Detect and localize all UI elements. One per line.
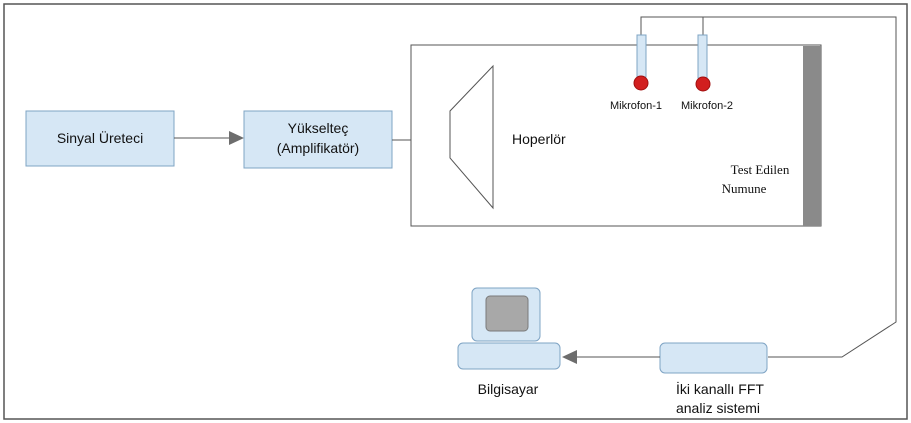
specimen-label-line1: Test Edilen	[731, 162, 790, 177]
specimen-label-line2: Numune	[722, 181, 767, 196]
fft-label-line1: İki kanallı FFT	[676, 380, 764, 397]
arrowhead-icon	[229, 131, 244, 145]
test-specimen	[803, 46, 821, 226]
amplifier-label-line1: Yükselteç	[288, 120, 349, 136]
microphone-icon	[697, 34, 708, 79]
microphone-icon	[636, 34, 647, 78]
microphone-2-label: Mikrofon-2	[681, 100, 733, 112]
signal-generator-box	[25, 110, 175, 167]
amplifier: Yükselteç (Amplifikatör)	[243, 110, 393, 169]
arrow-fft-to-computer	[562, 350, 660, 364]
speaker-label: Hoperlör	[512, 131, 566, 147]
mic-cable	[640, 16, 897, 358]
computer-icon	[457, 287, 561, 370]
fft-analyzer-box	[659, 342, 768, 374]
microphone-1: Mikrofon-1	[610, 34, 662, 112]
signal-generator-label: Sinyal Üreteci	[57, 129, 143, 146]
amplifier-label-line2: (Amplifikatör)	[277, 140, 359, 156]
microphone-2: Mikrofon-2	[681, 34, 733, 112]
fft-label-line2: analiz sistemi	[676, 400, 760, 416]
microphone-1-label: Mikrofon-1	[610, 100, 662, 112]
fft-analyzer: İki kanallı FFT analiz sistemi	[659, 342, 768, 416]
arrow-generator-to-amplifier	[174, 131, 244, 145]
speaker-icon	[449, 64, 494, 210]
microphone-1-dot	[633, 75, 649, 91]
signal-generator: Sinyal Üreteci	[25, 110, 175, 167]
computer-label: Bilgisayar	[478, 381, 539, 397]
computer-base	[457, 342, 561, 370]
monitor-screen	[485, 295, 529, 332]
arrowhead-icon	[562, 350, 577, 364]
figure-frame	[3, 3, 908, 420]
microphone-2-dot	[695, 76, 711, 92]
